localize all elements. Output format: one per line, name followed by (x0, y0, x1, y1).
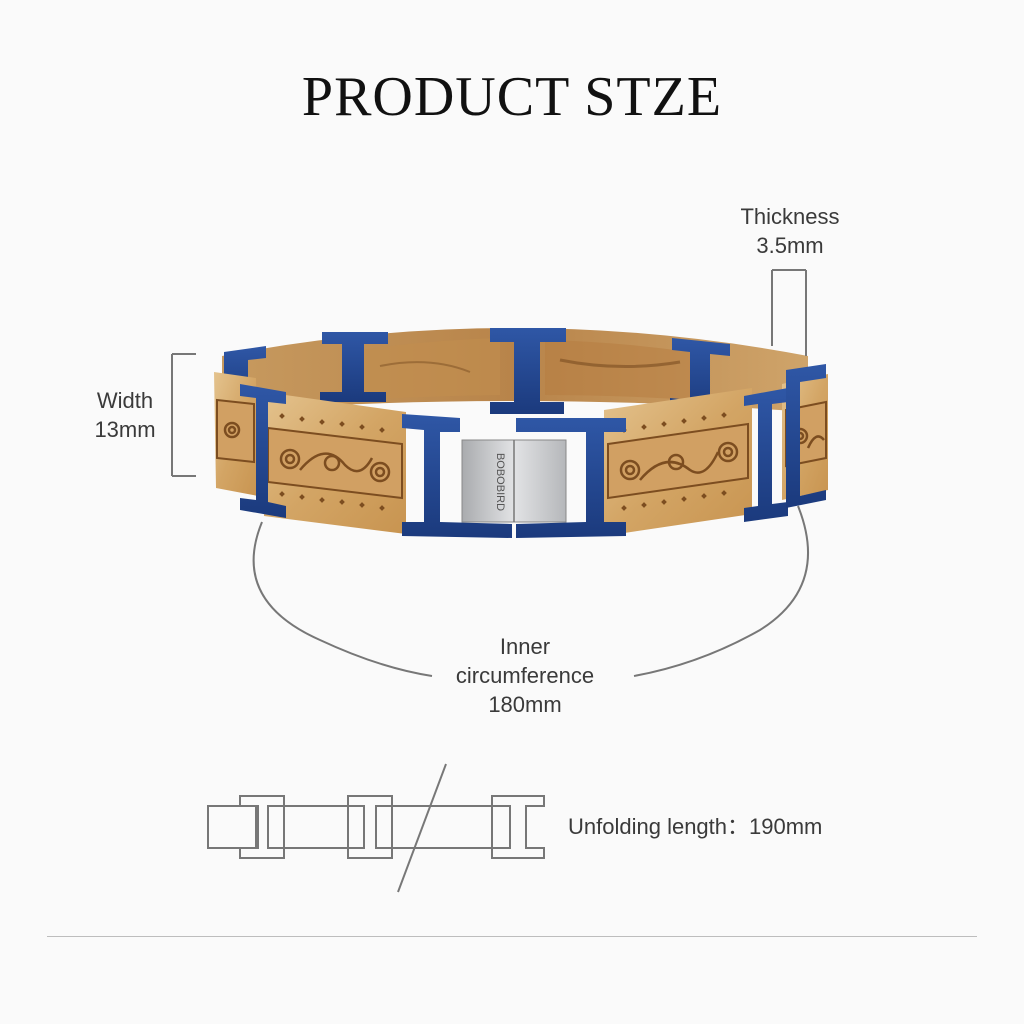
unfolding-length-label: Unfolding length：190mm (568, 814, 823, 839)
width-value: 13mm (94, 417, 156, 442)
inner-label-line1: Inner (499, 634, 551, 659)
width-label-text: Width (96, 388, 154, 413)
inner-label-line2: circumference (455, 663, 595, 688)
inner-circumference-label: Inner circumference 180mm (430, 632, 620, 719)
thickness-label: Thickness 3.5mm (720, 202, 860, 260)
bottom-divider (47, 936, 977, 937)
thickness-value: 3.5mm (756, 233, 824, 258)
width-bracket (171, 353, 196, 477)
page-title: PRODUCT STZE (301, 66, 723, 128)
width-label: Width 13mm (70, 386, 180, 444)
inner-circumference-arc (252, 505, 810, 677)
thickness-indicator (771, 269, 807, 356)
inner-circumference-value: 180mm (488, 692, 562, 717)
clasp-brand-text: BOBOBIRD (494, 453, 506, 511)
thickness-label-text: Thickness (740, 204, 840, 229)
bracelet-back (222, 328, 808, 414)
bracelet-front: BOBOBIRD (214, 364, 828, 538)
unfolding-diagram (207, 763, 545, 893)
